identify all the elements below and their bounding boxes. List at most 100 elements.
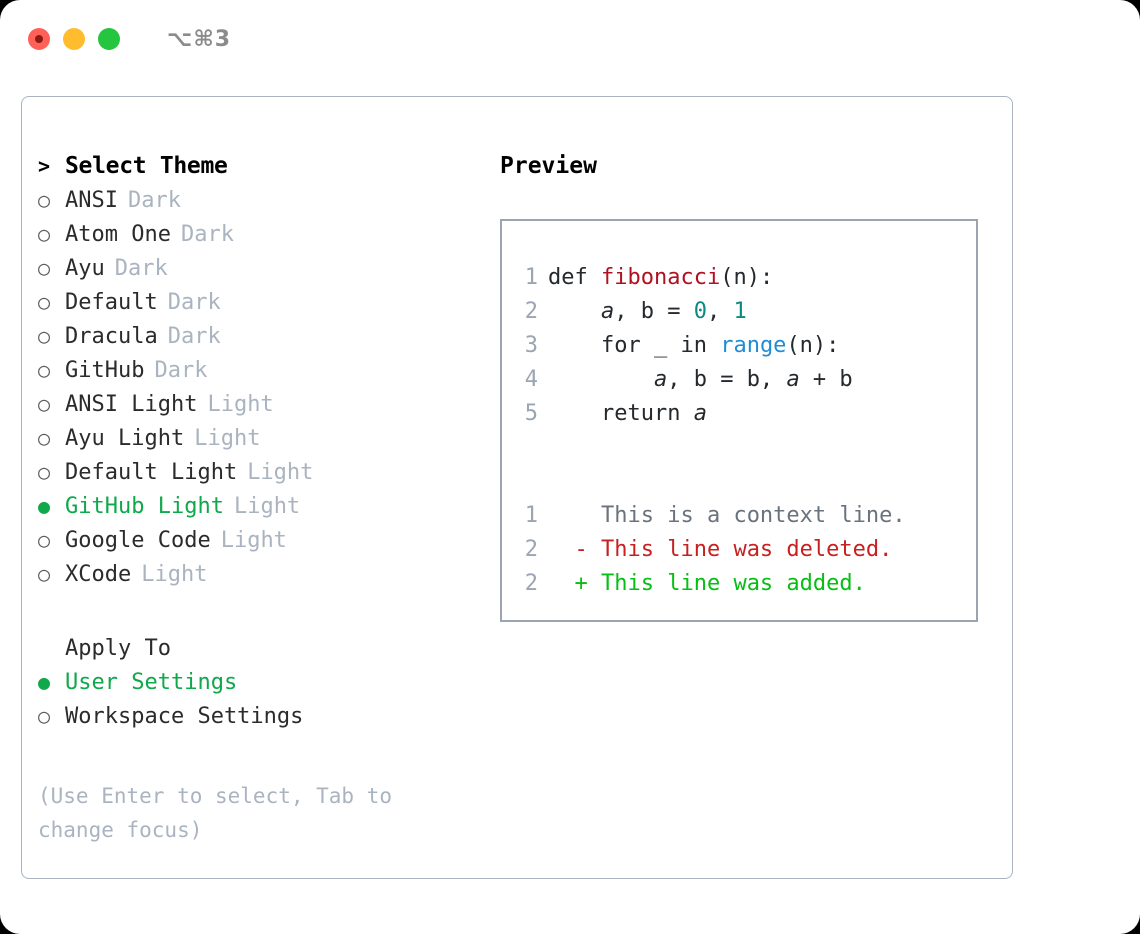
code-token-plain: = [653, 299, 694, 324]
diff-sign: - [574, 537, 588, 562]
code-line-text: for _ in range(n): [548, 329, 839, 363]
line-number: 1 [524, 265, 538, 290]
theme-variant-tag: Dark [127, 188, 181, 213]
code-token-plain: (n): [720, 265, 774, 290]
theme-list-item[interactable]: ○ ANSI Dark [38, 183, 482, 217]
line-number: 2 [524, 299, 538, 324]
window-titlebar: ⌥⌘3 [0, 0, 1140, 78]
section-gap [38, 591, 482, 631]
line-number: 5 [524, 401, 538, 426]
code-token-fn: fibonacci [600, 265, 721, 290]
theme-variant-tag: Dark [154, 358, 208, 383]
apply-to-label: User Settings [65, 670, 238, 695]
theme-list-item[interactable]: ○ Atom One Dark [38, 217, 482, 251]
radio-unselected-icon: ○ [38, 222, 51, 246]
code-token-kw: range [720, 333, 787, 358]
code-token-var: a [653, 367, 668, 392]
theme-name-label: Default Light [65, 460, 238, 485]
theme-variant-tag: Dark [114, 256, 168, 281]
theme-name-label: GitHub [65, 358, 145, 383]
radio-unselected-icon: ○ [38, 528, 51, 552]
line-number: 2 [524, 571, 538, 596]
theme-name-label: ANSI [65, 188, 118, 213]
code-token-plain: def [548, 265, 601, 290]
theme-list-item[interactable]: ○ Dracula Dark [38, 319, 482, 353]
diff-line: 2 - This line was deleted. [502, 533, 976, 567]
code-token-plain: , [614, 299, 641, 324]
theme-name-label: Dracula [65, 324, 158, 349]
prompt-caret-icon: > [38, 154, 50, 178]
theme-name-label: XCode [65, 562, 132, 587]
apply-to-item[interactable]: ● User Settings [38, 665, 482, 699]
apply-to-item[interactable]: ○ Workspace Settings [38, 699, 482, 733]
theme-name-label: Default [65, 290, 158, 315]
theme-name-label: GitHub Light [65, 494, 224, 519]
radio-unselected-icon: ○ [38, 324, 51, 348]
theme-name-label: Atom One [65, 222, 171, 247]
radio-selected-icon: ● [38, 670, 51, 694]
code-line-text: return a [548, 397, 707, 431]
theme-list-item[interactable]: ● GitHub Light Light [38, 489, 482, 523]
theme-variant-tag: Light [233, 494, 301, 519]
code-token-plain: return [600, 401, 694, 426]
theme-name-label: Ayu Light [65, 426, 185, 451]
line-number: 2 [524, 537, 538, 562]
radio-selected-icon: ● [38, 494, 51, 518]
diff-line-text: This is a context line. [548, 499, 906, 533]
line-number: 1 [524, 503, 538, 528]
code-line: 5 return a [502, 397, 976, 431]
theme-variant-tag: Light [194, 426, 261, 451]
radio-unselected-icon: ○ [38, 704, 51, 728]
theme-variant-tag: Dark [167, 324, 221, 349]
code-token-num: 1 [733, 299, 747, 324]
diff-sign [575, 503, 588, 528]
theme-name-label: Google Code [65, 528, 211, 553]
code-line-text: a, b = 0, 1 [548, 295, 747, 329]
diff-snippet: 1 This is a context line.2 - This line w… [502, 499, 976, 601]
diff-line-text: - This line was deleted. [548, 533, 893, 567]
radio-unselected-icon: ○ [38, 188, 51, 212]
keyboard-shortcut-label: ⌥⌘3 [167, 26, 232, 52]
code-token-plain: + b [799, 367, 853, 392]
theme-variant-tag: Light [207, 392, 274, 417]
apply-to-label: Workspace Settings [65, 704, 304, 729]
code-token-plain: for _ in [600, 333, 721, 358]
close-window-button[interactable] [28, 28, 50, 50]
diff-line-text: + This line was added. [548, 567, 866, 601]
diff-text: This line was deleted. [587, 537, 893, 562]
theme-list-item[interactable]: ○ GitHub Dark [38, 353, 482, 387]
radio-unselected-icon: ○ [38, 256, 51, 280]
code-token-num: 0 [693, 299, 707, 324]
code-line: 3 for _ in range(n): [502, 329, 976, 363]
code-token-plain: , b = b, [667, 367, 787, 392]
select-theme-header: > Select Theme [38, 149, 482, 183]
code-token-var: a [786, 367, 800, 392]
diff-sign: + [574, 571, 588, 596]
diff-line: 2 + This line was added. [502, 567, 976, 601]
code-line-text: def fibonacci(n): [548, 261, 773, 295]
code-token-plain: (n): [786, 333, 840, 358]
code-line-text: a, b = b, a + b [548, 363, 853, 397]
code-token-plain: b [640, 299, 654, 324]
radio-unselected-icon: ○ [38, 392, 51, 416]
diff-line: 1 This is a context line. [502, 499, 976, 533]
minimize-window-button[interactable] [63, 28, 85, 50]
line-number: 4 [524, 367, 538, 392]
maximize-window-button[interactable] [98, 28, 120, 50]
radio-unselected-icon: ○ [38, 358, 51, 382]
radio-unselected-icon: ○ [38, 290, 51, 314]
theme-variant-tag: Dark [180, 222, 234, 247]
